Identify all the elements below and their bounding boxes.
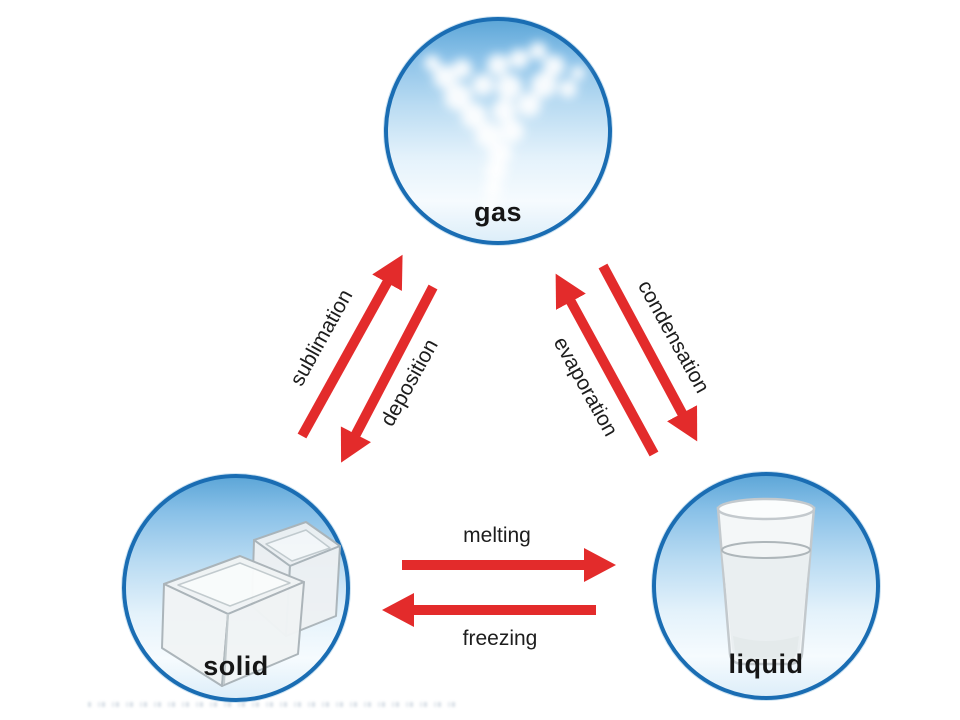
- ice-cubes-icon: [161, 521, 341, 687]
- cropped-caption-fragment: [88, 702, 460, 707]
- state-circle-gas: gas: [384, 17, 612, 245]
- process-label-sublimation: sublimation: [285, 285, 358, 390]
- glass-of-water-icon: [716, 497, 816, 666]
- process-label-deposition: deposition: [376, 335, 443, 431]
- process-label-freezing: freezing: [462, 627, 538, 650]
- state-circle-solid: solid: [122, 474, 350, 702]
- process-label-evaporation: evaporation: [548, 333, 623, 441]
- state-label-liquid: liquid: [728, 649, 804, 679]
- steam-cloud-icon: [424, 42, 585, 214]
- state-label-solid: solid: [203, 651, 269, 681]
- process-label-melting: melting: [463, 524, 531, 547]
- state-circle-liquid: liquid: [652, 472, 880, 700]
- state-label-gas: gas: [473, 197, 523, 227]
- process-label-condensation: condensation: [633, 276, 714, 397]
